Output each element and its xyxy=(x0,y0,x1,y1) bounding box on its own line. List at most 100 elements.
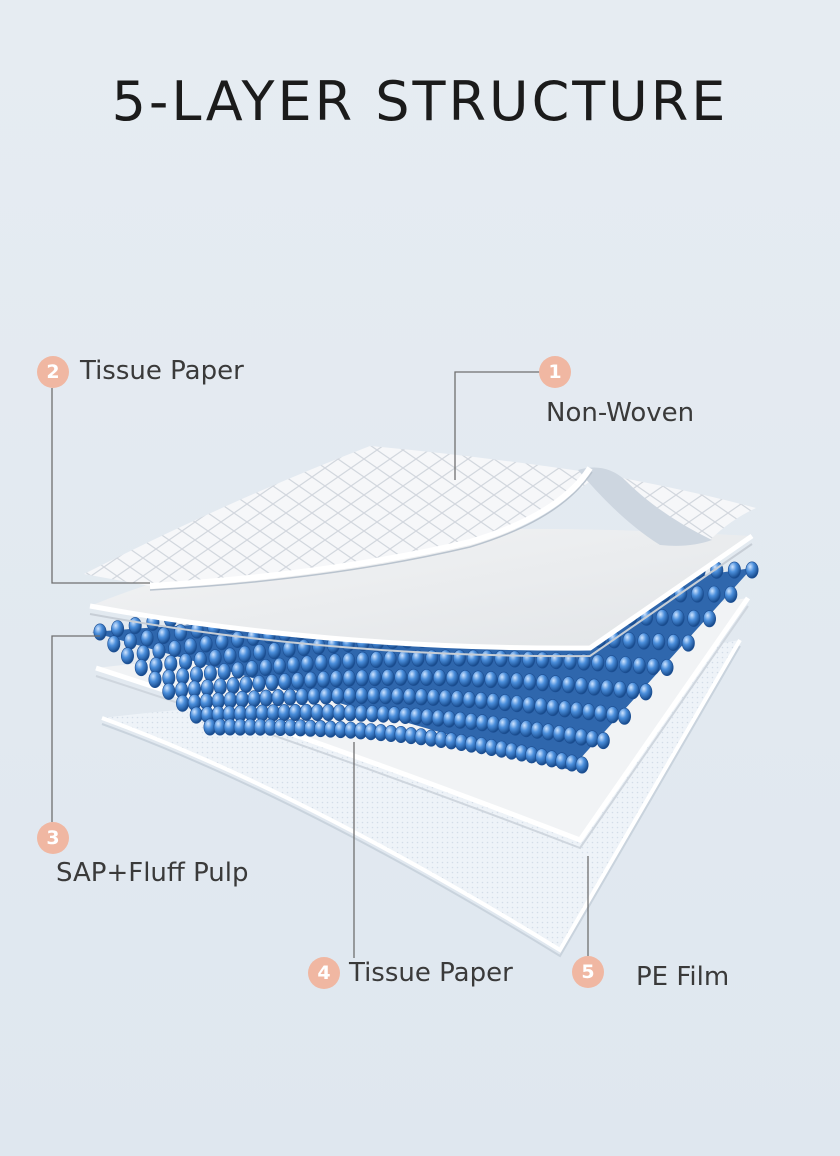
sap-bead xyxy=(563,726,577,744)
sap-bead xyxy=(328,653,342,671)
sap-bead xyxy=(189,706,203,724)
sap-bead xyxy=(450,690,464,708)
sap-bead xyxy=(179,653,193,671)
sap-bead xyxy=(231,630,245,648)
sap-bead xyxy=(271,689,285,707)
sap-bead xyxy=(355,687,369,705)
badge-layer-1: 1 xyxy=(539,356,571,388)
sap-bead xyxy=(535,651,549,669)
label-tissue-paper-lower: Tissue Paper xyxy=(349,958,513,988)
sap-bead xyxy=(208,649,222,667)
sap-bead xyxy=(278,673,292,691)
sap-bead xyxy=(475,714,489,732)
sap-bead xyxy=(266,704,280,722)
sap-bead xyxy=(596,732,610,750)
sap-bead xyxy=(394,668,408,686)
sap-bead xyxy=(134,659,148,677)
sap-bead xyxy=(466,649,480,667)
sap-bead xyxy=(745,561,759,579)
sap-bead xyxy=(687,609,701,627)
sap-bead xyxy=(522,696,536,714)
sap-bead xyxy=(522,650,536,668)
sap-bead xyxy=(484,671,498,689)
sap-bead xyxy=(426,688,440,706)
sap-bead xyxy=(226,677,240,695)
sap-bead xyxy=(548,675,562,693)
sap-bead xyxy=(563,652,577,670)
label-tissue-paper-upper: Tissue Paper xyxy=(80,356,244,386)
sap-bead xyxy=(238,645,252,663)
label-sap-fluff-pulp: SAP+Fluff Pulp xyxy=(56,858,249,888)
sap-bead xyxy=(316,670,330,688)
sap-bead xyxy=(343,687,357,705)
sap-bead xyxy=(307,687,321,705)
sap-bead xyxy=(707,585,721,603)
sap-bead xyxy=(217,663,231,681)
sap-bead xyxy=(471,670,485,688)
leader-line-2 xyxy=(51,388,150,584)
sap-bead xyxy=(510,672,524,690)
sap-bead xyxy=(407,668,421,686)
badge-layer-4: 4 xyxy=(308,957,340,989)
sap-bead xyxy=(332,704,346,722)
sap-bead xyxy=(329,670,343,688)
sap-bead xyxy=(671,609,685,627)
sap-bead xyxy=(575,756,589,774)
sap-bead xyxy=(439,649,453,667)
sap-bead xyxy=(259,658,273,676)
sap-bead xyxy=(402,687,416,705)
sap-bead xyxy=(215,633,229,651)
sap-bead xyxy=(617,707,631,725)
sap-bead xyxy=(570,701,584,719)
sap-bead xyxy=(291,672,305,690)
sap-bead xyxy=(190,666,204,684)
sap-bead xyxy=(494,650,508,668)
sap-bead xyxy=(310,703,324,721)
sap-bead xyxy=(223,647,237,665)
sap-bead xyxy=(265,673,279,691)
sap-bead xyxy=(637,632,651,650)
sap-bead xyxy=(497,717,511,735)
sap-bead xyxy=(297,639,311,657)
sap-bead xyxy=(724,585,738,603)
badge-layer-5: 5 xyxy=(572,956,604,988)
sap-bead xyxy=(342,669,356,687)
sap-bead xyxy=(655,609,669,627)
sap-bead xyxy=(168,640,182,658)
sap-bead xyxy=(247,690,261,708)
sap-bead xyxy=(283,688,297,706)
sap-bead xyxy=(486,692,500,710)
sap-bead xyxy=(354,704,368,722)
sap-bead xyxy=(183,637,197,655)
sap-bead xyxy=(420,708,434,726)
sap-bead xyxy=(618,656,632,674)
sap-bead xyxy=(356,651,370,669)
sap-bead xyxy=(367,687,381,705)
sap-bead xyxy=(414,688,428,706)
sap-bead xyxy=(319,687,333,705)
sap-bead xyxy=(452,649,466,667)
sap-bead xyxy=(383,650,397,668)
sap-bead xyxy=(368,669,382,687)
sap-bead xyxy=(213,678,227,696)
sap-bead xyxy=(321,703,335,721)
sap-bead xyxy=(379,687,393,705)
sap-bead xyxy=(162,682,176,700)
sap-bead xyxy=(397,650,411,668)
sap-bead xyxy=(387,706,401,724)
sap-bead xyxy=(727,561,741,579)
sap-bead xyxy=(259,689,273,707)
sap-bead xyxy=(558,700,572,718)
sap-bead xyxy=(508,718,522,736)
sap-bead xyxy=(681,634,695,652)
sap-bead xyxy=(666,633,680,651)
sap-bead xyxy=(702,610,716,628)
sap-bead xyxy=(480,649,494,667)
sap-bead xyxy=(458,669,472,687)
sap-bead xyxy=(606,706,620,724)
sap-bead xyxy=(239,675,253,693)
sap-bead xyxy=(432,669,446,687)
badge-layer-3: 3 xyxy=(37,822,69,854)
sap-bead xyxy=(148,670,162,688)
sap-bead xyxy=(331,687,345,705)
